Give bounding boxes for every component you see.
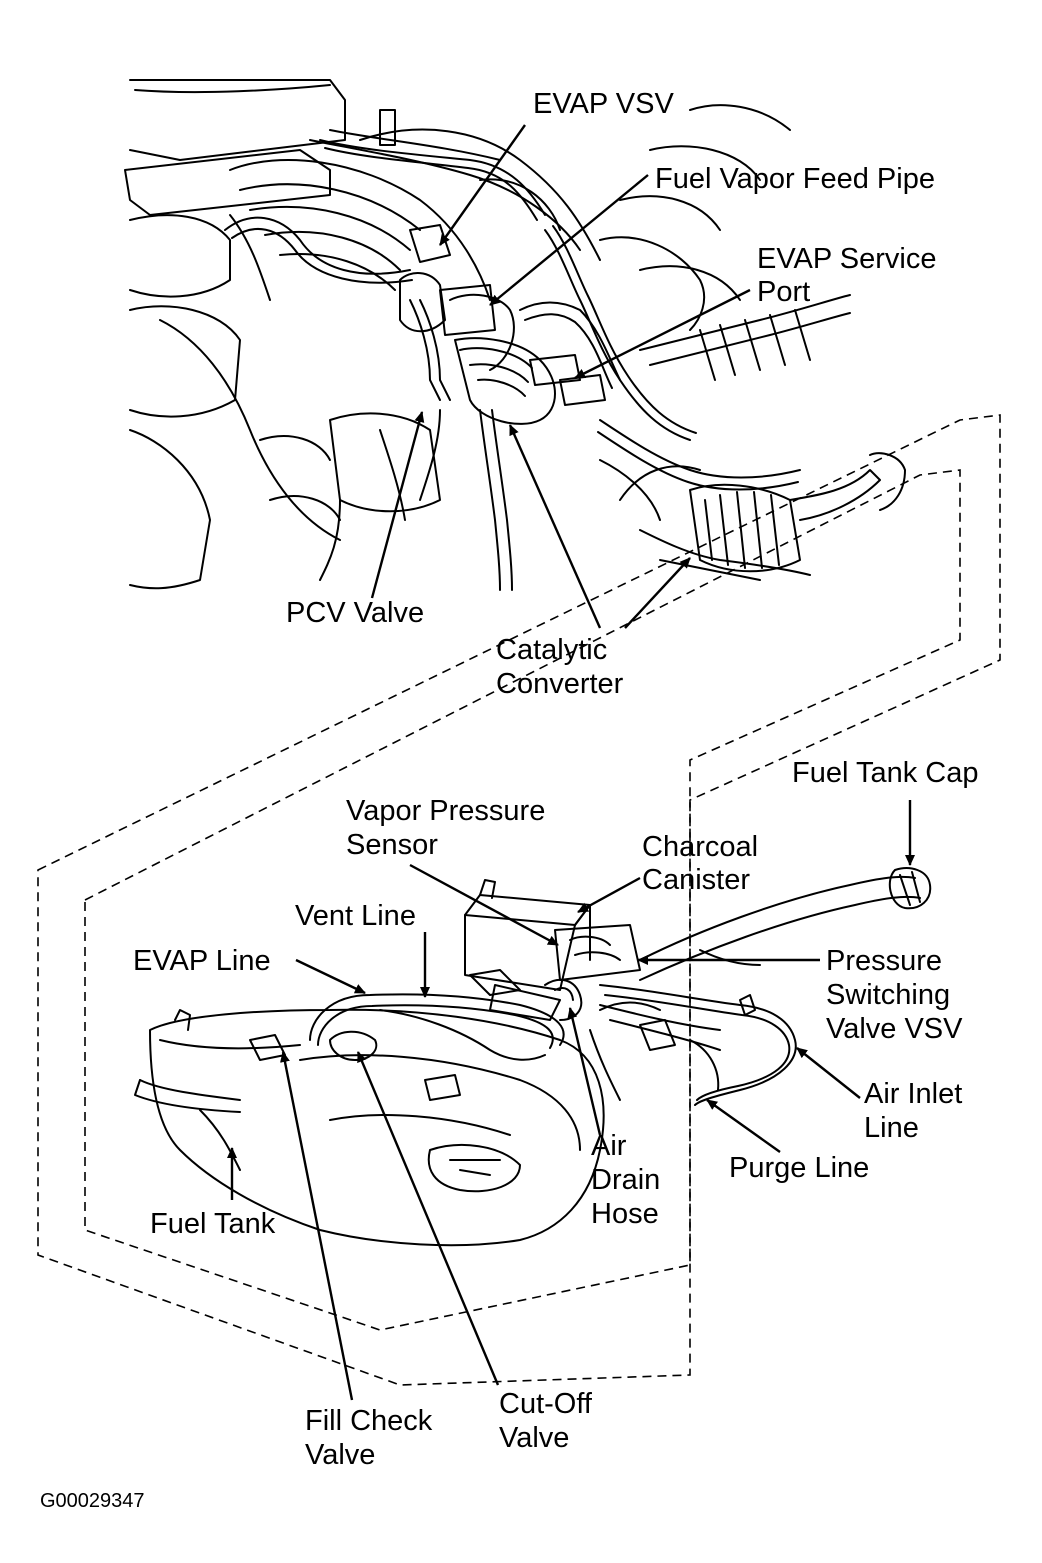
arrow-pcv-valve — [370, 411, 425, 599]
detail-outline-dashed — [37, 414, 1001, 1386]
label-pressure-switching-valve-line1: Pressure — [826, 945, 943, 977]
label-air-drain-hose-line2: Drain — [591, 1164, 661, 1196]
label-purge-line: Purge Line — [729, 1152, 870, 1184]
label-vapor-pressure-sensor-line1: Vapor Pressure — [346, 795, 546, 827]
label-pressure-switching-valve-line2: Switching — [826, 979, 951, 1011]
label-catalytic-converter-line2: Converter — [496, 668, 624, 700]
figure-code: G00029347 — [40, 1490, 145, 1512]
label-air-inlet-line-line1: Air Inlet — [864, 1078, 963, 1110]
label-charcoal-canister-line1: Charcoal — [642, 831, 759, 863]
label-evap-service-port-line1: EVAP Service — [757, 243, 937, 275]
label-air-drain-hose-line3: Hose — [591, 1198, 659, 1230]
arrow-charcoal-canister — [577, 876, 641, 914]
label-fill-check-valve-line2: Valve — [305, 1439, 376, 1471]
label-evap-line: EVAP Line — [133, 945, 271, 977]
arrow-evap-service-port — [574, 288, 751, 380]
label-evap-vsv: EVAP VSV — [533, 88, 674, 120]
label-fuel-tank: Fuel Tank — [150, 1208, 276, 1240]
label-air-inlet-line-line2: Line — [864, 1112, 919, 1144]
label-evap-service-port-line2: Port — [757, 276, 811, 308]
label-vent-line: Vent Line — [295, 900, 416, 932]
fuel-tank-illustration — [134, 867, 932, 1247]
arrow-cut-off-valve — [356, 1051, 500, 1386]
label-charcoal-canister-line2: Canister — [642, 864, 750, 896]
label-fill-check-valve-line1: Fill Check — [305, 1405, 433, 1437]
arrow-purge-line — [706, 1099, 781, 1153]
label-fuel-tank-cap: Fuel Tank Cap — [792, 757, 979, 789]
label-cut-off-valve-line2: Valve — [499, 1422, 570, 1454]
arrow-vapor-pressure-sensor — [409, 863, 559, 947]
label-cut-off-valve-line1: Cut-Off — [499, 1388, 592, 1420]
arrow-air-drain-hose — [567, 1007, 602, 1136]
label-vapor-pressure-sensor-line2: Sensor — [346, 829, 438, 861]
arrow-evap-line — [295, 958, 366, 995]
arrow-fill-check-valve — [280, 1051, 354, 1401]
label-pressure-switching-valve-line3: Valve VSV — [826, 1013, 963, 1045]
label-catalytic-converter-line1: Catalytic — [496, 634, 608, 666]
arrow-catalytic-converter-2 — [624, 557, 691, 629]
engine-compartment-illustration — [124, 79, 906, 591]
label-fuel-vapor-feed-pipe: Fuel Vapor Feed Pipe — [655, 163, 935, 195]
label-air-drain-hose-line1: Air — [591, 1130, 627, 1162]
arrow-evap-vsv — [439, 124, 526, 246]
arrow-air-inlet-line — [796, 1047, 861, 1099]
label-pcv-valve: PCV Valve — [286, 597, 425, 629]
leader-arrows — [227, 124, 915, 1401]
arrow-catalytic-converter-1 — [508, 424, 602, 629]
arrow-fuel-vapor-feed-pipe — [489, 174, 649, 306]
